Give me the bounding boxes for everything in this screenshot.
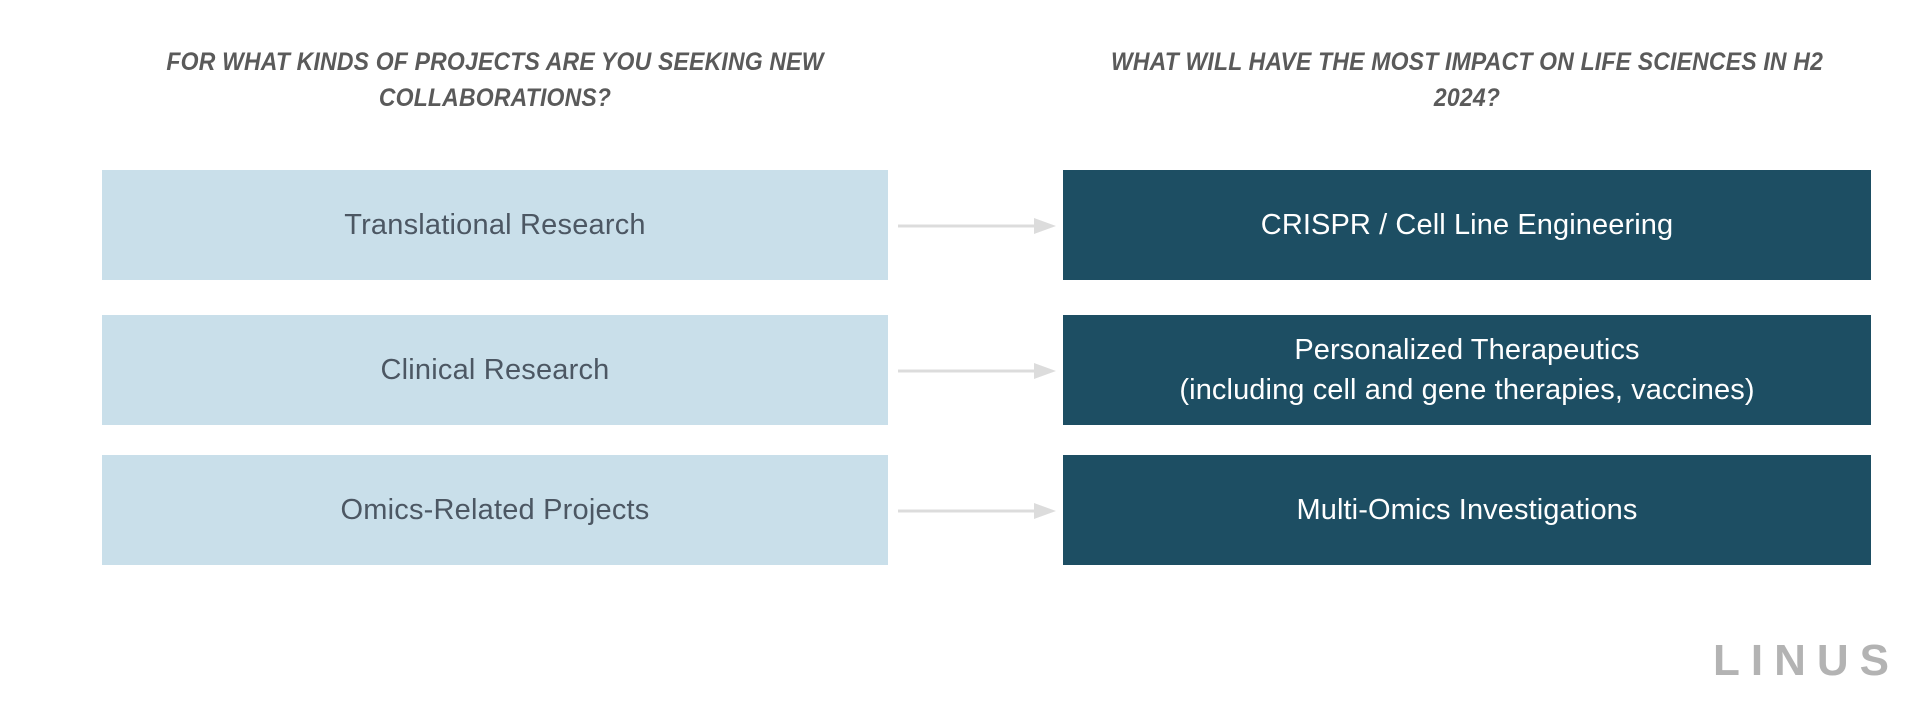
right-box-2: Personalized Therapeutics (including cel…: [1063, 315, 1871, 425]
left-box-3-label: Omics-Related Projects: [340, 494, 650, 526]
mapping-row: Clinical Research Personalized Therapeut…: [0, 315, 1920, 425]
right-box-2-label-line2: (including cell and gene therapies, vacc…: [1179, 374, 1755, 406]
right-box-2-label-line1: Personalized Therapeutics: [1294, 334, 1640, 366]
right-column-heading: WHAT WILL HAVE THE MOST IMPACT ON LIFE S…: [1110, 48, 1824, 112]
right-box-3: Multi-Omics Investigations: [1063, 455, 1871, 565]
left-box-2: Clinical Research: [102, 315, 888, 425]
left-box-3: Omics-Related Projects: [102, 455, 888, 565]
mapping-row: Omics-Related Projects Multi-Omics Inves…: [0, 455, 1920, 565]
left-box-2-label: Clinical Research: [380, 354, 610, 386]
left-column-heading: FOR WHAT KINDS OF PROJECTS ARE YOU SEEKI…: [166, 48, 824, 112]
arrow-right-icon: [898, 502, 1056, 520]
arrow-right-icon: [898, 362, 1056, 380]
right-box-2-label: Personalized Therapeutics (including cel…: [1179, 330, 1754, 410]
left-box-1-label: Translational Research: [344, 209, 646, 241]
left-box-1: Translational Research: [102, 170, 888, 280]
mapping-row: Translational Research CRISPR / Cell Lin…: [0, 170, 1920, 280]
linus-wordmark: LINUS: [1713, 636, 1900, 685]
right-box-3-label: Multi-Omics Investigations: [1296, 494, 1638, 526]
right-box-1: CRISPR / Cell Line Engineering: [1063, 170, 1871, 280]
arrow-right-icon: [898, 217, 1056, 235]
right-box-1-label: CRISPR / Cell Line Engineering: [1260, 209, 1674, 241]
